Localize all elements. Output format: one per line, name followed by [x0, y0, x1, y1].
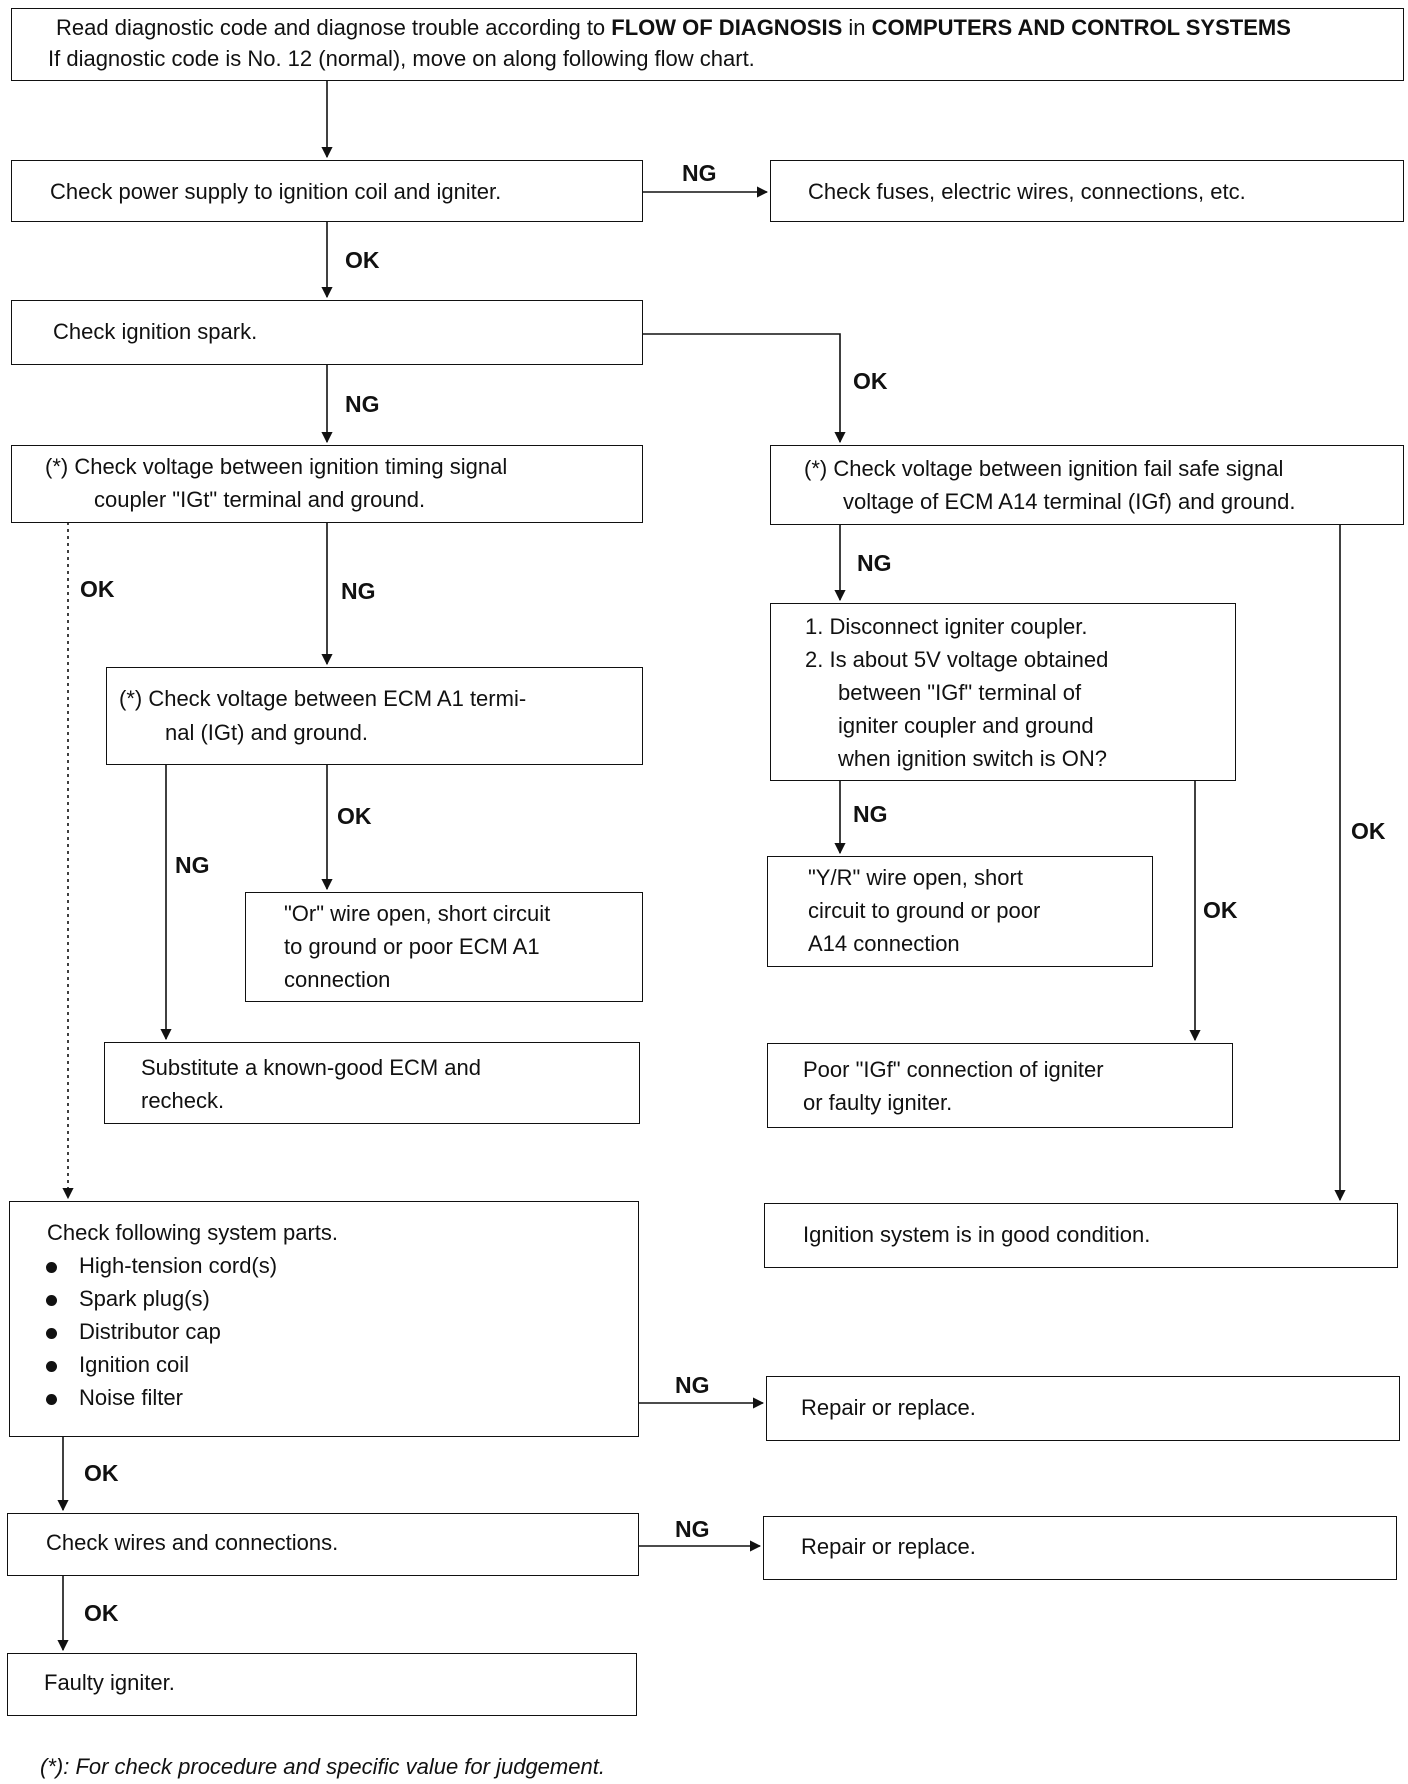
label-parts-ok: OK: [84, 1460, 119, 1486]
or-wire-line3: connection: [284, 967, 391, 992]
check-power-supply-box: Check power supply to ignition coil and …: [11, 160, 643, 222]
label-disconnect-ng: NG: [853, 801, 888, 827]
disconnect-line3: between "IGf" terminal of: [838, 680, 1082, 705]
system-part-item: Ignition coil: [46, 1348, 189, 1381]
label-igf-ng: NG: [857, 550, 892, 576]
header-line1-pre: Read diagnostic code and diagnose troubl…: [56, 15, 612, 40]
or-wire-line1: "Or" wire open, short circuit: [284, 901, 551, 926]
check-power-supply-text: Check power supply to ignition coil and …: [50, 179, 502, 204]
good-condition-text: Ignition system is in good condition.: [803, 1222, 1151, 1247]
good-condition-box: Ignition system is in good condition.: [764, 1203, 1398, 1268]
check-igt-line1: (*) Check voltage between ignition timin…: [45, 454, 508, 479]
system-part-label: Ignition coil: [79, 1352, 190, 1377]
label-ecm-ok: OK: [337, 803, 372, 829]
system-part-label: Noise filter: [79, 1385, 183, 1410]
disconnect-line4: igniter coupler and ground: [838, 713, 1094, 738]
check-ecm-a1-line2: nal (IGt) and ground.: [165, 720, 369, 745]
system-part-item: Distributor cap: [46, 1315, 221, 1348]
label-wires-ok: OK: [84, 1600, 119, 1626]
disconnect-line2: 2. Is about 5V voltage obtained: [805, 647, 1109, 672]
repair-replace-text-1: Repair or replace.: [801, 1395, 976, 1420]
check-ecm-a1-line1: (*) Check voltage between ECM A1 termi-: [119, 686, 527, 711]
label-power-ng: NG: [682, 160, 717, 186]
substitute-line2: recheck.: [141, 1088, 225, 1113]
check-ecm-a1-box: (*) Check voltage between ECM A1 termi- …: [106, 667, 643, 765]
bullet-icon: [46, 1360, 57, 1372]
disconnect-line5: when ignition switch is ON?: [838, 746, 1108, 771]
yr-wire-line1: "Y/R" wire open, short: [808, 865, 1023, 890]
poor-igf-box: Poor "IGf" connection of igniter or faul…: [767, 1043, 1233, 1128]
check-fuses-text: Check fuses, electric wires, connections…: [808, 179, 1246, 204]
system-part-item: Noise filter: [46, 1381, 183, 1414]
label-spark-ok: OK: [853, 368, 888, 394]
label-spark-ng: NG: [345, 391, 380, 417]
check-igf-box: (*) Check voltage between ignition fail …: [770, 445, 1404, 525]
bullet-icon: [46, 1294, 57, 1306]
label-wires-ng: NG: [675, 1516, 710, 1542]
system-part-label: High-tension cord(s): [79, 1253, 278, 1278]
header-line1-bold2: COMPUTERS AND CONTROL SYSTEMS: [871, 15, 1291, 40]
bullet-icon: [46, 1393, 57, 1405]
check-spark-box: Check ignition spark.: [11, 300, 643, 365]
check-igt-line2: coupler "IGt" terminal and ground.: [94, 487, 426, 512]
poor-igf-line2: or faulty igniter.: [803, 1090, 953, 1115]
check-wires-box: Check wires and connections.: [7, 1513, 639, 1576]
system-part-item: High-tension cord(s): [46, 1249, 277, 1282]
system-parts-title: Check following system parts.: [47, 1220, 338, 1245]
header-line2: If diagnostic code is No. 12 (normal), m…: [48, 46, 755, 71]
footnote: (*): For check procedure and specific va…: [40, 1754, 605, 1779]
faulty-igniter-box: Faulty igniter.: [7, 1653, 637, 1716]
bullet-icon: [46, 1261, 57, 1273]
label-igt-ng: NG: [341, 578, 376, 604]
check-igf-line1: (*) Check voltage between ignition fail …: [804, 456, 1284, 481]
check-wires-text: Check wires and connections.: [46, 1530, 339, 1555]
system-part-item: Spark plug(s): [46, 1282, 210, 1315]
poor-igf-line1: Poor "IGf" connection of igniter: [803, 1057, 1104, 1082]
header-line1-mid: in: [842, 15, 872, 40]
arrow-spark-to-igf: [643, 333, 846, 444]
substitute-line1: Substitute a known-good ECM and: [141, 1055, 481, 1080]
label-ecm-ng: NG: [175, 852, 210, 878]
disconnect-coupler-box: 1. Disconnect igniter coupler. 2. Is abo…: [770, 603, 1236, 781]
label-power-ok: OK: [345, 247, 380, 273]
label-igf-ok: OK: [1351, 818, 1386, 844]
bullet-icon: [46, 1327, 57, 1339]
header-line1-bold1: FLOW OF DIAGNOSIS: [611, 15, 843, 40]
check-spark-text: Check ignition spark.: [53, 319, 258, 344]
header-box: Read diagnostic code and diagnose troubl…: [11, 8, 1404, 81]
yr-wire-line2: circuit to ground or poor: [808, 898, 1041, 923]
check-fuses-box: Check fuses, electric wires, connections…: [770, 160, 1404, 222]
header-line1: Read diagnostic code and diagnose troubl…: [56, 11, 1291, 44]
repair-replace-box-1: Repair or replace.: [766, 1376, 1400, 1441]
repair-replace-text-2: Repair or replace.: [801, 1534, 976, 1559]
disconnect-line1: 1. Disconnect igniter coupler.: [805, 614, 1088, 639]
check-igt-box: (*) Check voltage between ignition timin…: [11, 445, 643, 523]
yr-wire-line3: A14 connection: [808, 931, 960, 956]
label-parts-ng: NG: [675, 1372, 710, 1398]
system-part-label: Distributor cap: [79, 1319, 221, 1344]
label-igt-ok: OK: [80, 576, 115, 602]
check-igf-line2: voltage of ECM A14 terminal (IGf) and gr…: [843, 489, 1296, 514]
system-part-label: Spark plug(s): [79, 1286, 210, 1311]
faulty-igniter-text: Faulty igniter.: [44, 1670, 175, 1695]
substitute-ecm-box: Substitute a known-good ECM and recheck.: [104, 1042, 640, 1124]
system-parts-box: Check following system parts. High-tensi…: [9, 1201, 639, 1437]
repair-replace-box-2: Repair or replace.: [763, 1516, 1397, 1580]
or-wire-line2: to ground or poor ECM A1: [284, 934, 540, 959]
yr-wire-box: "Y/R" wire open, short circuit to ground…: [767, 856, 1153, 967]
label-disconnect-ok: OK: [1203, 897, 1238, 923]
or-wire-box: "Or" wire open, short circuit to ground …: [245, 892, 643, 1002]
